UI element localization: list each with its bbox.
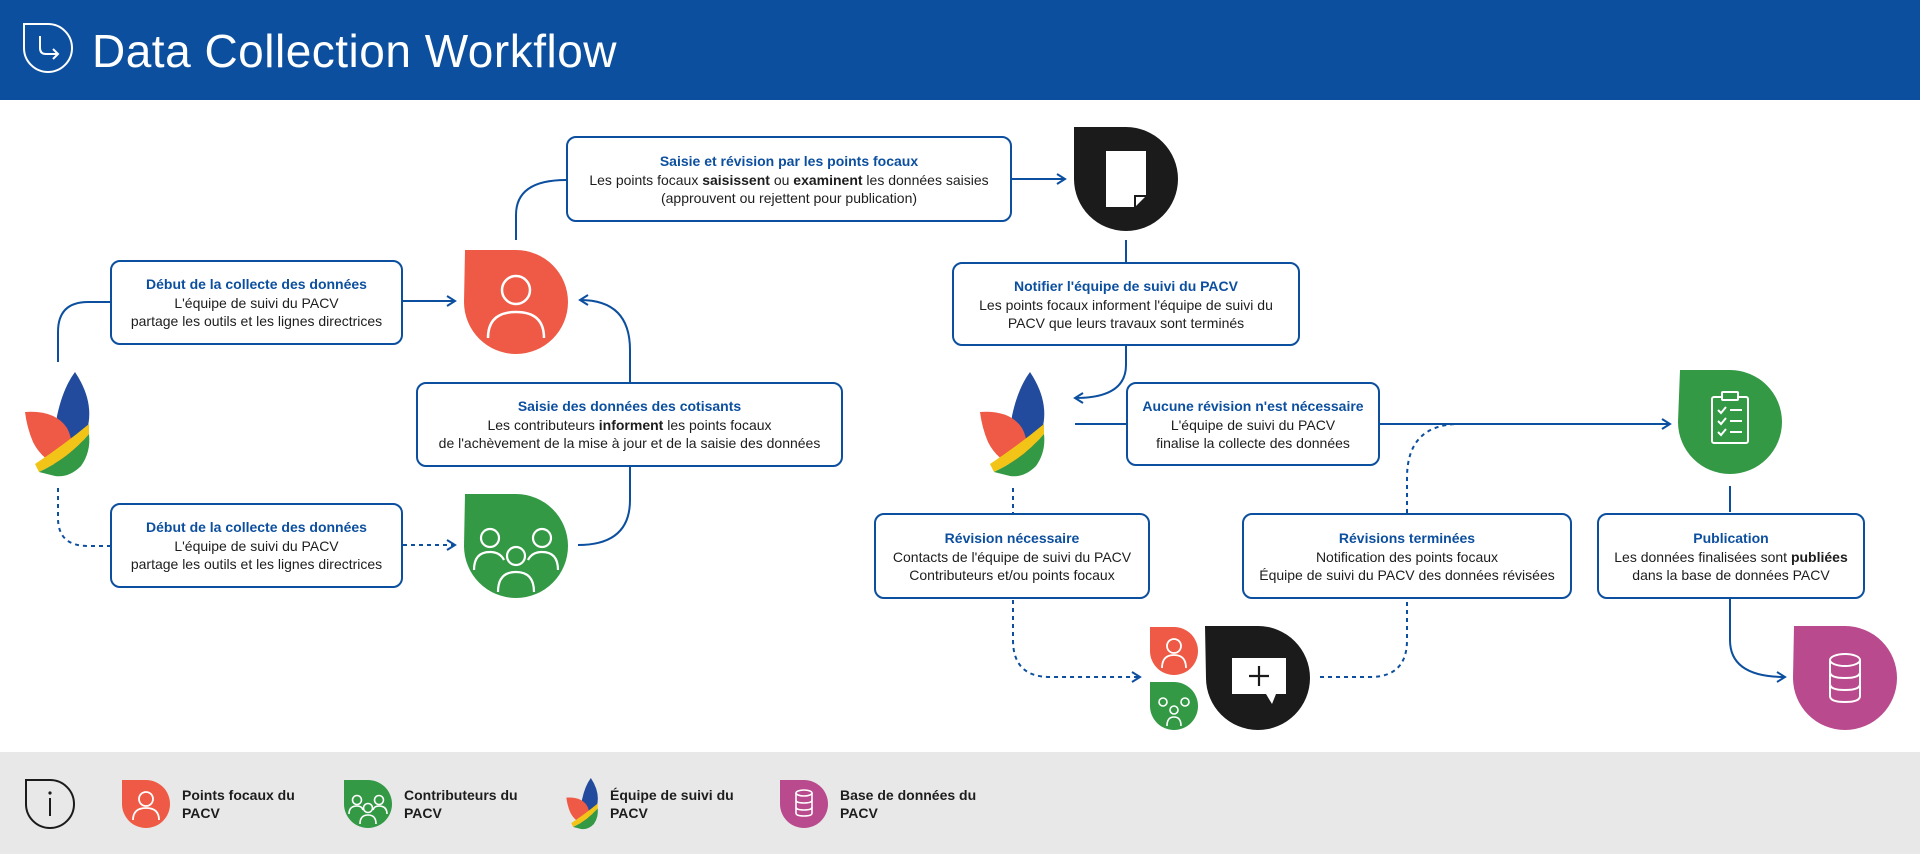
node-start-collection-2: Début de la collecte des données L'équip… [110, 503, 403, 588]
node-title: Aucune révision n'est nécessaire [1142, 397, 1364, 414]
node-title: Révisions terminées [1338, 529, 1476, 546]
node-line: de l'achèvement de la mise à jour et de … [438, 435, 821, 451]
node-line: Les contributeurs informent les points f… [487, 417, 772, 433]
node-publication: Publication Les données finalisées sont … [1597, 513, 1865, 599]
node-line: dans la base de données PACV [1632, 566, 1830, 583]
connector-revision-chat [1012, 600, 1142, 683]
focal-point-icon [122, 780, 170, 828]
focal-point-icon [464, 250, 568, 354]
node-contributor-entry: Saisie des données des cotisants Les con… [416, 382, 843, 467]
legend-item-contributors: Contributeurs du PACV [342, 778, 544, 830]
node-revisions-done: Révisions terminées Notification des poi… [1242, 513, 1572, 599]
page-title: Data Collection Workflow [92, 25, 618, 77]
contributors-icon [344, 780, 392, 828]
connector-notify-logo [1073, 346, 1127, 404]
node-line: PACV que leurs travaux sont terminés [1007, 314, 1245, 331]
node-line: L'équipe de suivi du PACV [174, 538, 339, 554]
workflow-diagram [25, 127, 1897, 730]
node-line: Les données finalisées sont publiées [1614, 548, 1848, 565]
node-title: Saisie et révision par les points focaux [659, 152, 919, 169]
small-focal-point-icon [1150, 627, 1198, 675]
node-line: Les points focaux informent l'équipe de … [979, 296, 1273, 313]
connector-chat-revisions-done [1320, 600, 1408, 678]
node-line: L'équipe de suivi du PACV [1170, 416, 1336, 433]
node-line: Les points focaux saisissent ou examinen… [589, 171, 989, 188]
node-title: Notifier l'équipe de suivi du PACV [1014, 277, 1238, 294]
connector-focal-entry [515, 179, 567, 240]
small-contributors-icon [1150, 682, 1198, 730]
legend-item-pacv-team: Équipe de suivi du PACV [566, 778, 750, 830]
exit-arrow-icon [23, 23, 74, 74]
legend-label: Équipe de suivi du PACV [610, 787, 734, 821]
node-line: partage les outils et les lignes directr… [130, 556, 383, 572]
node-line: Contributeurs et/ou points focaux [909, 566, 1115, 583]
node-title: Publication [1693, 529, 1769, 546]
node-line: L'équipe de suivi du PACV [174, 295, 339, 311]
legend-label: Base de données du PACV [840, 787, 977, 821]
pacv-team-logo-icon-left [25, 372, 90, 477]
connector-contrib-entry [577, 458, 631, 546]
node-line: Contacts de l'équipe de suivi du PACV [892, 548, 1132, 565]
node-line: Notification des points focaux [1315, 548, 1499, 565]
connector-entry-focal [578, 294, 631, 382]
connector-publication-database [1729, 598, 1787, 683]
node-line: (approuvent ou rejettent pour publicatio… [660, 189, 918, 206]
contributors-icon [464, 494, 568, 598]
revision-chat-icon [1205, 626, 1310, 730]
node-revision-needed: Révision nécessaire Contacts de l'équipe… [874, 513, 1150, 599]
header-bar: Data Collection Workflow [0, 0, 1920, 100]
node-start-collection-1: Début de la collecte des données L'équip… [110, 260, 403, 345]
legend-label: Points focaux du PACV [182, 787, 295, 821]
legend-item-database: Base de données du PACV [778, 778, 980, 830]
checklist-icon [1678, 370, 1782, 474]
legend-label: Contributeurs du PACV [404, 787, 518, 821]
connector-logo-start2 [57, 488, 110, 547]
database-icon [1793, 626, 1897, 730]
node-focal-entry-review: Saisie et révision par les points focaux… [566, 136, 1012, 222]
info-icon [25, 779, 76, 830]
document-icon [1074, 127, 1178, 231]
node-line: partage les outils et les lignes directr… [130, 313, 383, 329]
legend-item-focal: Points focaux du PACV [120, 778, 322, 830]
database-icon [780, 780, 828, 828]
node-title: Révision nécessaire [944, 529, 1080, 546]
connector-revisions-done-up [1406, 423, 1461, 513]
node-title: Début de la collecte des données [146, 519, 367, 535]
node-title: Début de la collecte des données [146, 276, 367, 292]
connector-logo-start1 [57, 301, 110, 362]
node-line: finalise la collecte des données [1156, 434, 1350, 451]
node-notify-team: Notifier l'équipe de suivi du PACV Les p… [952, 262, 1300, 346]
node-no-revision: Aucune révision n'est nécessaire L'équip… [1126, 382, 1380, 466]
connectors [57, 173, 1787, 683]
pacv-team-logo-icon-middle [980, 372, 1045, 477]
node-title: Saisie des données des cotisants [517, 398, 742, 414]
legend-bar [0, 752, 1920, 854]
pacv-team-logo-icon [566, 778, 598, 830]
node-line: Équipe de suivi du PACV des données révi… [1259, 566, 1555, 583]
